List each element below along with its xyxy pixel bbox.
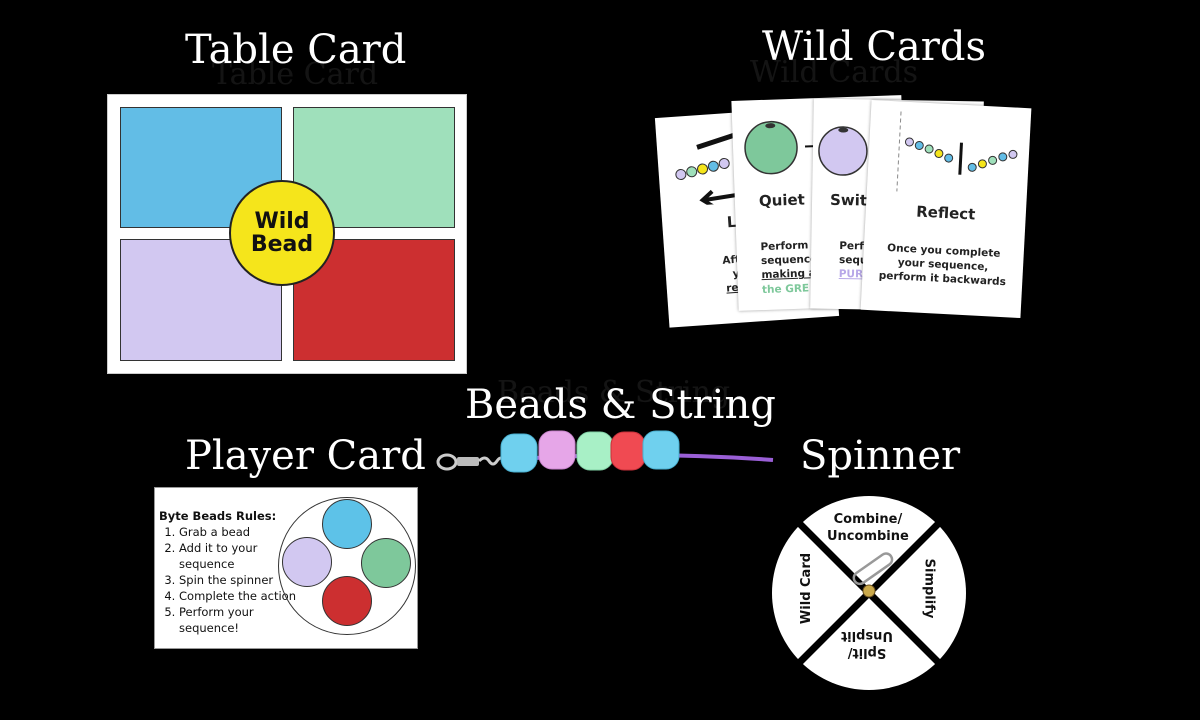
table-card-ghost-heading: Table Card (212, 57, 379, 92)
player-card-green-dot (361, 538, 411, 588)
reflect-beads-icon (867, 110, 1031, 319)
player-card-red-dot (322, 576, 372, 626)
player-card-heading: Player Card (185, 433, 426, 479)
rule-item: Spin the spinner (179, 572, 296, 588)
spinner-bottom-line1: Split/ (847, 645, 887, 660)
table-card-green-quadrant (293, 107, 455, 228)
wild-cards-ghost-heading: Wild Cards (750, 55, 919, 90)
wild-bead-line2: Bead (250, 232, 314, 257)
player-card-blue-dot (322, 499, 372, 549)
rule-item: Add it to your sequence (179, 540, 274, 572)
spinner-left-label: Wild Card (799, 552, 815, 625)
spinner-bottom-label: Split/ Unsplit (841, 627, 893, 661)
wild-card-reflect-title: Reflect (915, 202, 976, 224)
wild-bead-line1: Wild (254, 208, 310, 234)
player-card-purple-dot (282, 537, 332, 587)
spinner-heading: Spinner (800, 433, 961, 479)
rule-item: Perform your sequence! (179, 604, 274, 636)
spinner-right-label: Simplify (921, 558, 937, 619)
spinner-bottom-line2: Unsplit (841, 628, 893, 643)
spinner-top-label: Combine/ Uncombine (827, 511, 909, 545)
table-card (107, 94, 467, 374)
spinner-top-line1: Combine/ (833, 512, 903, 527)
player-card-rules: Byte Beads Rules: Grab a bead Add it to … (159, 508, 296, 636)
beads-string-illustration (436, 430, 774, 473)
rules-title: Byte Beads Rules: (159, 509, 277, 523)
spinner: Combine/ Uncombine Simplify Split/ Unspl… (763, 487, 975, 703)
wild-bead-circle: Wild Bead (229, 180, 335, 286)
rule-item: Grab a bead (179, 524, 296, 540)
rule-item: Complete the action (179, 588, 296, 604)
wild-card-reflect: Reflect Once you complete your sequence,… (860, 99, 1032, 319)
wild-cards-heading: Wild Cards (762, 24, 987, 70)
table-card-heading: Table Card (185, 27, 407, 73)
beads-ghost-heading: Beads & String (497, 375, 731, 410)
spinner-wheel (765, 489, 973, 697)
player-card-circle (278, 497, 416, 635)
spinner-top-line2: Uncombine (827, 529, 909, 544)
beads-string-heading: Beads & String (465, 382, 776, 428)
